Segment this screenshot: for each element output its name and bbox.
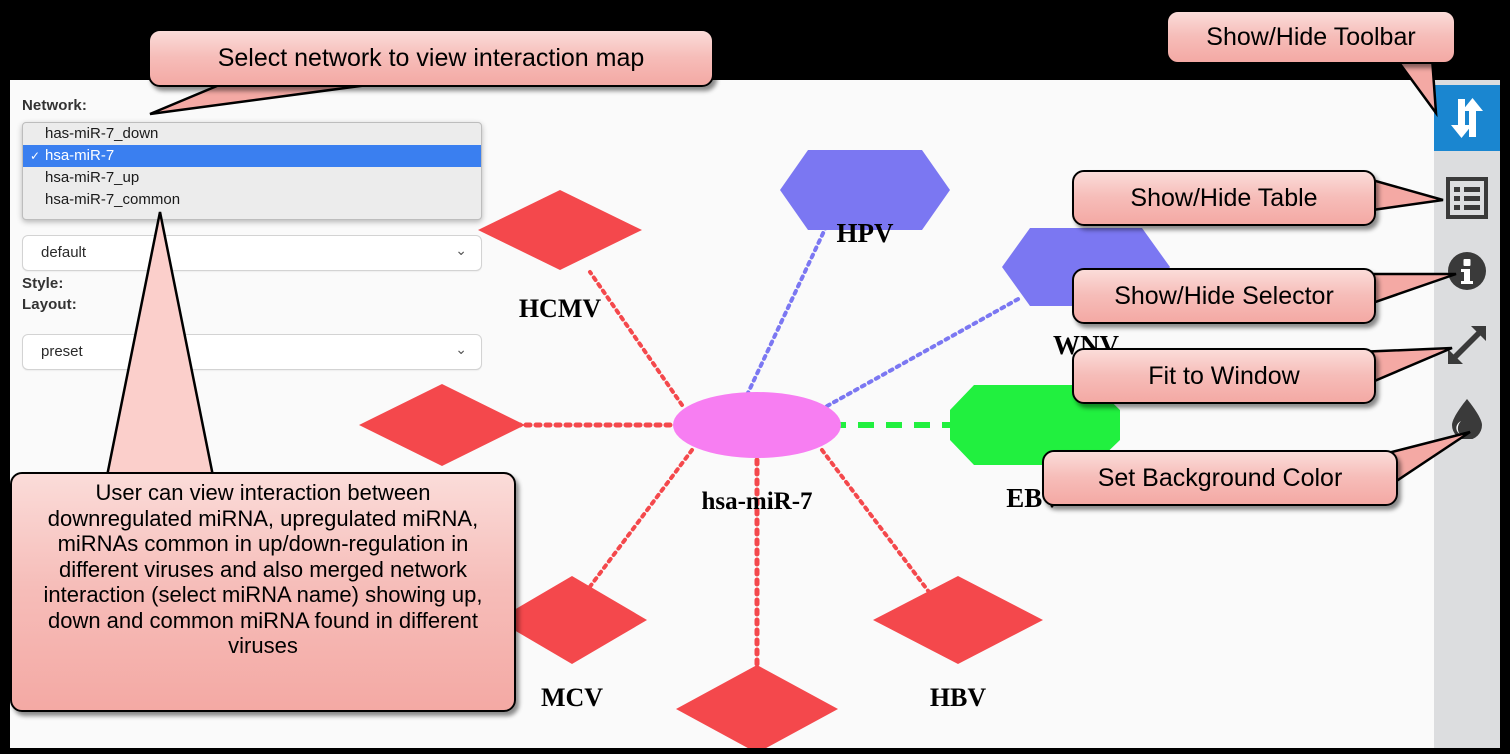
node-hcmv[interactable]: [478, 190, 642, 270]
callout-show-hide-selector: Show/Hide Selector: [1072, 268, 1376, 324]
node-hbv[interactable]: [873, 576, 1043, 664]
callout-show-hide-toolbar-text: Show/Hide Toolbar: [1206, 22, 1416, 51]
callout-select-network-text: Select network to view interaction map: [217, 43, 645, 72]
layout-select[interactable]: preset ⌄: [22, 334, 482, 370]
network-option-2[interactable]: hsa-miR-7_up: [23, 167, 481, 189]
network-option-0-label: has-miR-7_down: [45, 125, 159, 142]
show-hide-toolbar-button[interactable]: [1434, 85, 1500, 151]
layout-label: Layout:: [22, 296, 77, 313]
node-hpv[interactable]: [780, 150, 950, 230]
network-option-3[interactable]: hsa-miR-7_common: [23, 189, 481, 211]
tail-show-hide-toolbar: [1392, 55, 1438, 118]
callout-set-background-color: Set Background Color: [1042, 450, 1398, 506]
callout-description: User can view interaction between downre…: [10, 472, 516, 712]
network-label: Network:: [22, 97, 87, 114]
callout-select-network: Select network to view interaction map: [148, 29, 714, 87]
graph-nodes: [359, 150, 1170, 748]
callout-description-text: User can view interaction between downre…: [43, 480, 483, 659]
callout-fit-to-window: Fit to Window: [1072, 348, 1376, 404]
edge-hsamir7-wnv: [818, 296, 1022, 412]
callout-show-hide-table: Show/Hide Table: [1072, 170, 1376, 226]
network-option-0[interactable]: has-miR-7_down: [23, 123, 481, 145]
expand-arrows-icon: [1448, 326, 1486, 364]
graph-edges: [505, 193, 1022, 668]
chevron-down-icon: ⌄: [455, 242, 467, 258]
callout-show-hide-table-text: Show/Hide Table: [1130, 183, 1318, 212]
info-circle-icon: [1448, 252, 1486, 290]
tail-description: [103, 211, 217, 488]
style-select-value: default: [41, 244, 87, 261]
callout-show-hide-toolbar: Show/Hide Toolbar: [1166, 10, 1456, 64]
list-table-icon: [1446, 177, 1488, 219]
chevron-down-icon: ⌄: [455, 341, 467, 357]
edge-hsamir7-hbv: [820, 448, 937, 602]
callout-fit-to-window-text: Fit to Window: [1148, 361, 1300, 390]
updown-arrows-icon: [1451, 98, 1483, 138]
show-hide-table-button[interactable]: [1434, 165, 1500, 231]
style-select[interactable]: default ⌄: [22, 235, 482, 271]
network-graph: [359, 150, 1170, 748]
layout-select-value: preset: [41, 343, 83, 360]
check-icon: ✓: [30, 149, 41, 163]
style-label: Style:: [22, 275, 64, 292]
node-hsa-mir-7[interactable]: [673, 392, 841, 458]
node-mcv[interactable]: [497, 576, 647, 664]
network-option-1-label: hsa-miR-7: [45, 147, 115, 164]
edge-hsamir7-mcv: [578, 448, 694, 602]
node-hiv1[interactable]: [359, 384, 525, 466]
edge-hsamir7-hcmv: [588, 270, 684, 407]
network-control-panel: Network: has-miR-7_down ✓ hsa-miR-7 hsa-…: [10, 80, 490, 400]
show-hide-selector-button[interactable]: [1434, 238, 1500, 304]
fit-to-window-button[interactable]: [1434, 312, 1500, 378]
network-option-2-label: hsa-miR-7_up: [45, 169, 140, 186]
network-select-dropdown[interactable]: has-miR-7_down ✓ hsa-miR-7 hsa-miR-7_up …: [22, 122, 482, 220]
callout-show-hide-selector-text: Show/Hide Selector: [1114, 281, 1334, 310]
network-option-1[interactable]: ✓ hsa-miR-7: [23, 145, 481, 167]
node-ebv[interactable]: [950, 385, 1120, 465]
droplet-icon: [1452, 399, 1482, 439]
set-background-color-button[interactable]: [1434, 385, 1500, 451]
network-option-3-label: hsa-miR-7_common: [45, 191, 181, 208]
callout-set-background-color-text: Set Background Color: [1097, 463, 1343, 492]
node-hcv[interactable]: [676, 665, 838, 748]
